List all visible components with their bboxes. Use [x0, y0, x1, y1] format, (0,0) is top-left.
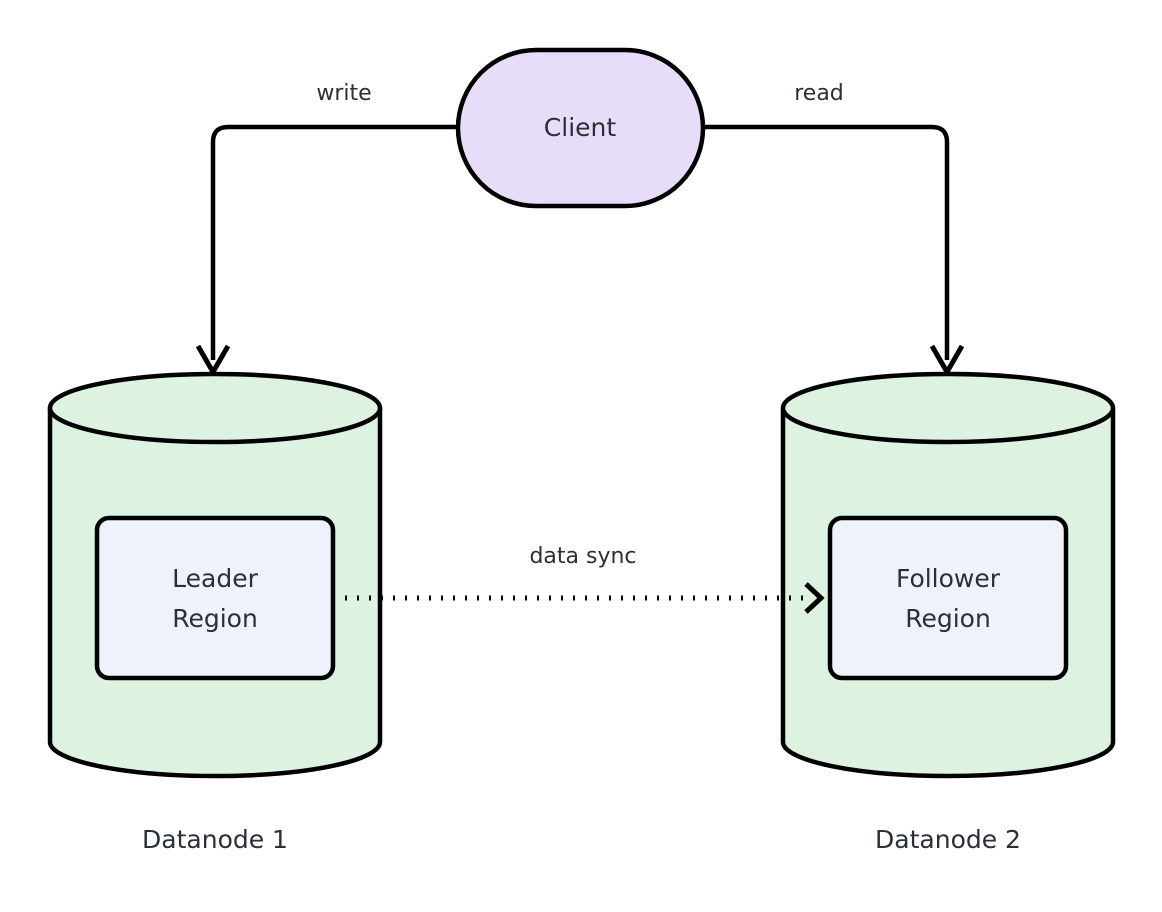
edge-data-sync: data sync — [345, 544, 825, 614]
datanode-2-cylinder-top — [780, 371, 1116, 445]
node-datanode-1[interactable]: Leader Region Datanode 1 — [47, 371, 383, 854]
edge-write: write — [195, 81, 458, 378]
follower-region-label-line2: Region — [905, 604, 991, 633]
leader-region-label-line2: Region — [172, 604, 258, 633]
edge-read: read — [703, 81, 965, 378]
leader-region-box[interactable]: Leader Region — [94, 515, 336, 681]
datanode-2-caption: Datanode 2 — [875, 825, 1021, 854]
client-label: Client — [544, 113, 617, 142]
datanode-1-caption: Datanode 1 — [142, 825, 288, 854]
leader-region-shape — [94, 515, 336, 681]
follower-region-label-line1: Follower — [896, 564, 1001, 593]
node-datanode-2[interactable]: Follower Region Datanode 2 — [780, 371, 1116, 854]
leader-region-label-line1: Leader — [172, 564, 258, 593]
edge-write-label: write — [316, 81, 371, 106]
follower-region-box[interactable]: Follower Region — [827, 515, 1069, 681]
edge-data-sync-arrowhead — [804, 582, 825, 614]
edge-read-label: read — [794, 81, 844, 106]
edge-write-path — [210, 124, 458, 360]
edge-data-sync-label: data sync — [529, 544, 636, 569]
client-shape — [455, 47, 706, 209]
datanode-1-cylinder-top — [47, 371, 383, 445]
node-client[interactable]: Client — [455, 47, 706, 209]
follower-region-shape — [827, 515, 1069, 681]
edge-read-path — [703, 124, 950, 360]
